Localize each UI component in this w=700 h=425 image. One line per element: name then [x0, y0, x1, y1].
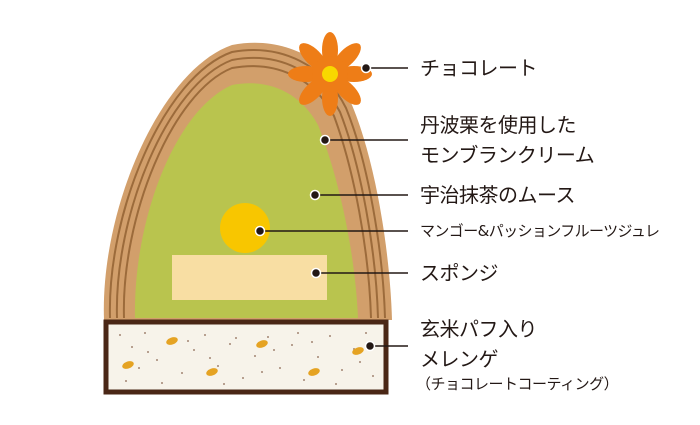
leader-lines: [254, 62, 408, 352]
label-base-line2: メレンゲ: [420, 347, 499, 371]
label-mango-jelly: マンゴー&パッションフルーツジュレ: [420, 220, 660, 242]
label-base-coating: （チョコレートコーティング）: [416, 374, 619, 394]
label-chocolate: チョコレート: [420, 53, 538, 83]
label-mango-text: マンゴー&パッションフルーツジュレ: [420, 222, 660, 240]
label-chestnut-cream: 丹波栗を使用した モンブランクリーム: [420, 110, 595, 170]
label-chocolate-text: チョコレート: [420, 56, 538, 80]
label-meringue-base: 玄米パフ入り メレンゲ: [420, 314, 538, 374]
label-base-line1: 玄米パフ入り: [420, 317, 538, 341]
label-base-line3: （チョコレートコーティング）: [416, 375, 619, 393]
mango-jelly: [220, 203, 270, 253]
sponge-layer: [172, 255, 327, 300]
label-sponge-text: スポンジ: [420, 261, 499, 285]
label-chestnut-line1: 丹波栗を使用した: [420, 113, 577, 137]
label-matcha-mousse: 宇治抹茶のムース: [420, 180, 576, 210]
label-sponge: スポンジ: [420, 258, 499, 288]
meringue-base-layer: [103, 319, 389, 395]
chocolate-flower-decoration: [288, 32, 372, 116]
label-chestnut-line2: モンブランクリーム: [420, 143, 595, 167]
label-matcha-text: 宇治抹茶のムース: [420, 183, 576, 207]
